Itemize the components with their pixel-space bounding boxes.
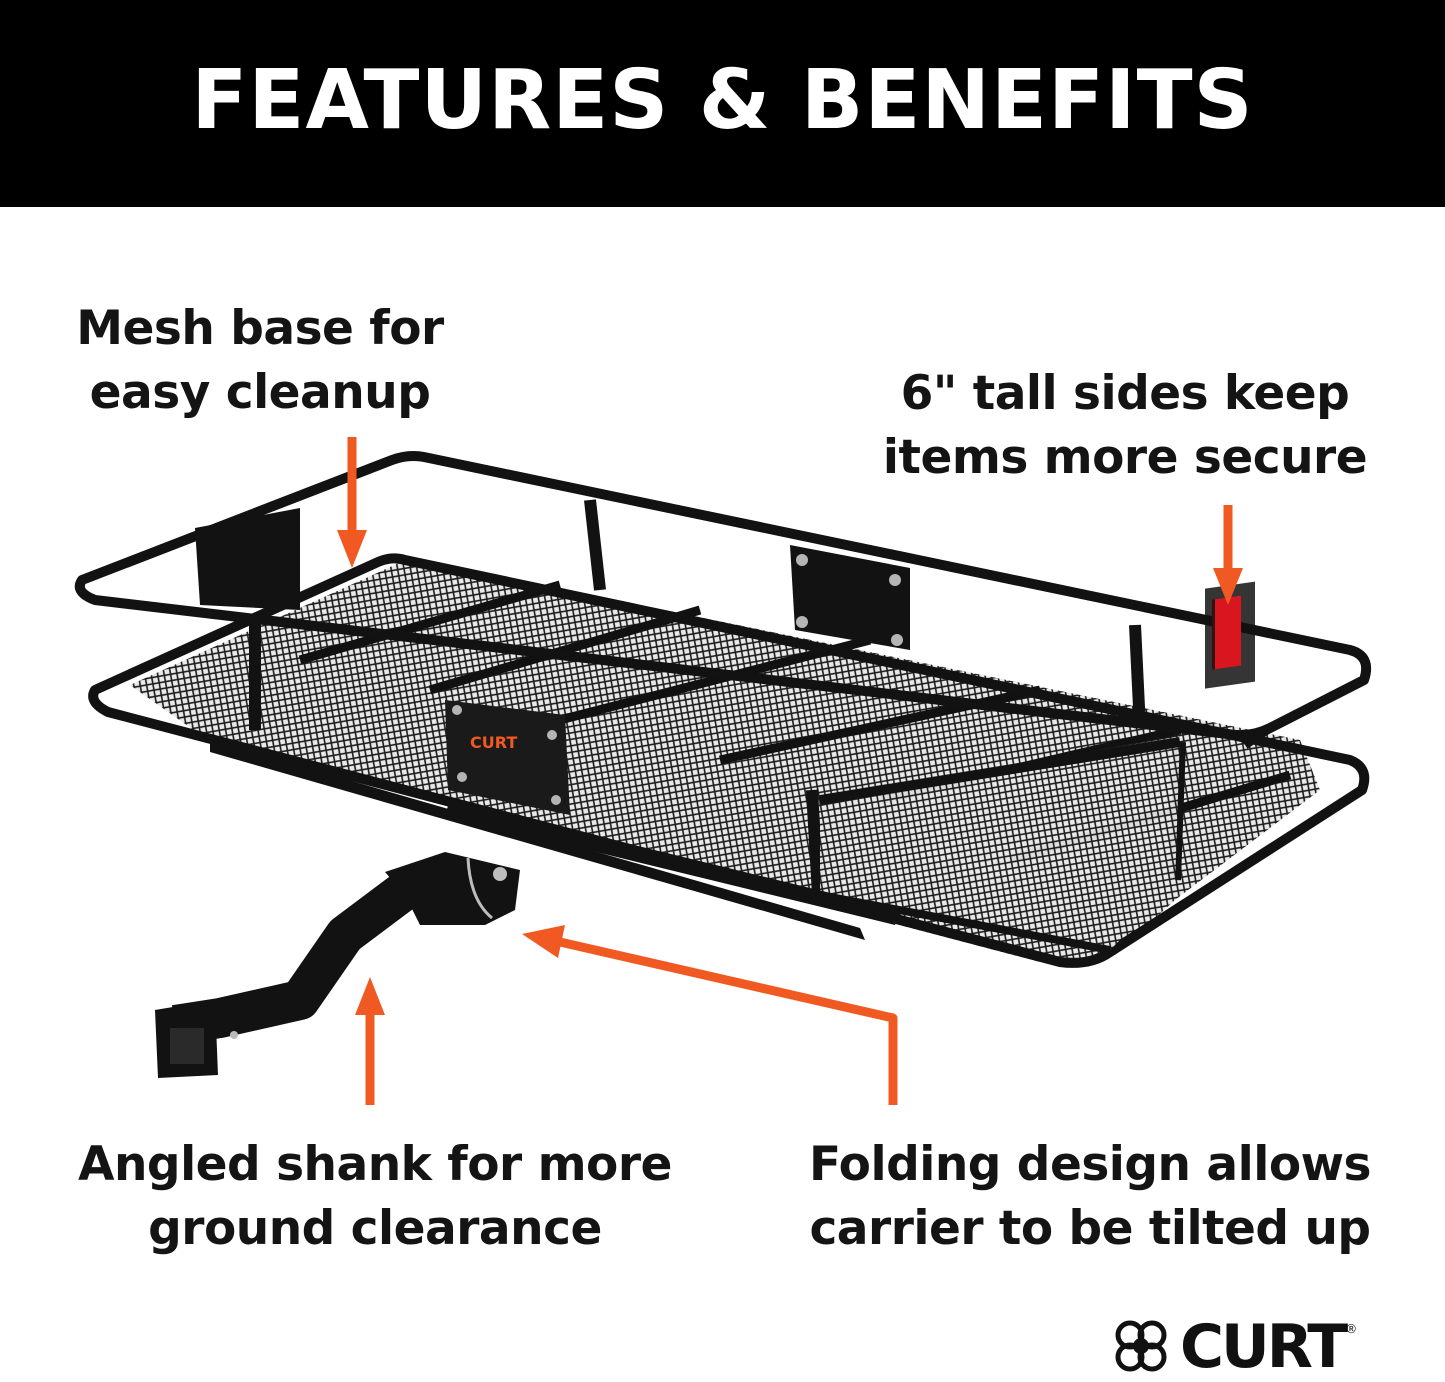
callout-mesh-line1: Mesh base for [76,301,444,356]
base-frame [88,553,1370,968]
plate-brand-label: CURT [470,733,517,752]
callout-sides-line1: 6" tall sides keep [900,366,1350,421]
curt-brand-logo: CURT ® [1108,1312,1357,1382]
side-posts [249,499,1186,896]
callout-tall-sides: 6" tall sides keep items more secure [855,362,1395,490]
hitch-shank [155,852,520,1078]
page-title: FEATURES & BENEFITS [191,53,1254,148]
callout-folding-line2: carrier to be tilted up [809,1201,1371,1256]
brand-logo-text: CURT [1180,1312,1348,1382]
callout-angled-shank: Angled shank for more ground clearance [50,1133,700,1261]
down-arrow-icon [1213,505,1243,605]
callout-mesh-line2: easy cleanup [89,365,431,420]
callout-shank-line2: ground clearance [148,1201,602,1256]
top-rail [74,451,1372,741]
callout-sides-line2: items more secure [882,430,1368,485]
callout-mesh-base: Mesh base for easy cleanup [40,297,480,425]
curt-logo-icon [1115,1320,1167,1372]
center-plate: CURT [445,700,570,815]
callout-folding-line1: Folding design allows [808,1137,1372,1192]
registered-mark: ® [1345,1322,1358,1336]
left-arrow-icon [522,925,898,1105]
up-arrow-icon [355,977,385,1105]
down-arrow-icon [337,437,367,568]
callout-folding-design: Folding design allows carrier to be tilt… [780,1133,1400,1261]
callout-shank-line1: Angled shank for more [78,1137,672,1192]
header-banner: FEATURES & BENEFITS [0,0,1445,207]
